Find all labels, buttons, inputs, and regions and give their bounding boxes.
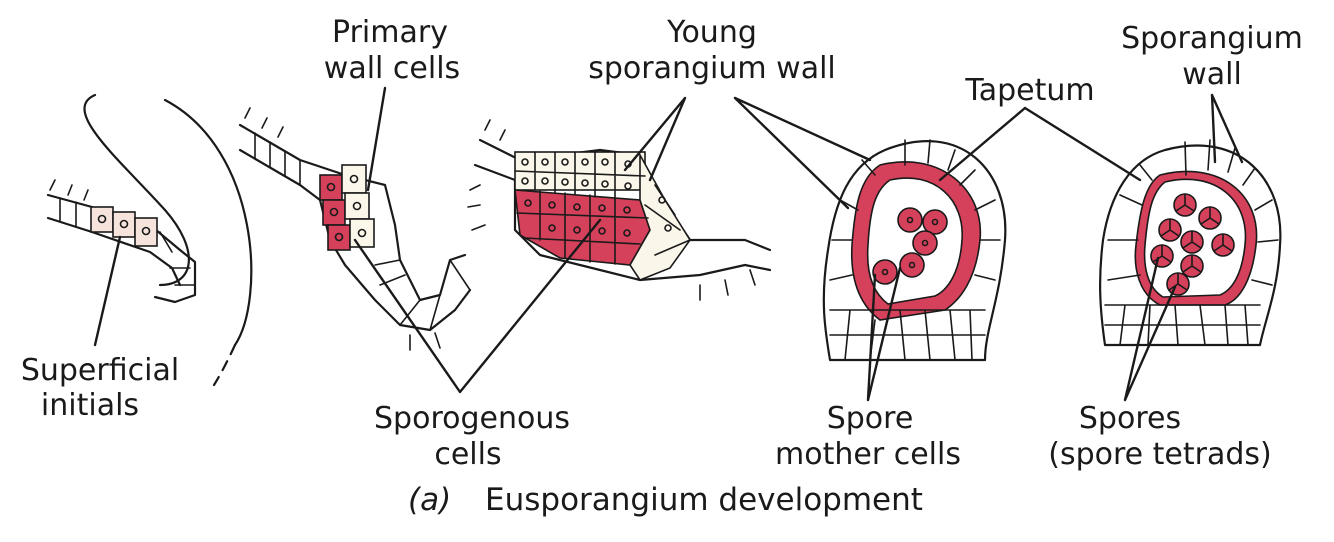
spore-mother-cell [872, 259, 898, 285]
leader-sporangium-wall [1210, 93, 1244, 164]
spore-mother-cell [922, 209, 948, 235]
label-primary-wall-cells-line1: Primary [332, 15, 448, 50]
spore-tetrad [1173, 193, 1197, 217]
leader-superficial-initials [93, 235, 122, 347]
label-spores-line1: Spores [1079, 401, 1181, 436]
stage-3-nuclei [521, 158, 672, 237]
label-sporangium-wall-line2: wall [1182, 57, 1242, 92]
stage-1-outer-curve [83, 93, 190, 287]
stage-1-superficial-initials [46, 93, 253, 387]
stage-1-dashed-arc [163, 98, 253, 347]
spore-mother-cell [897, 207, 923, 233]
label-primary-wall-cells-line2: wall cells [324, 51, 460, 86]
spore-tetrad [1180, 230, 1204, 254]
leader-primary-wall-cells [366, 86, 387, 192]
superficial-initial-cell [112, 211, 136, 238]
stage-1-lower-edge [46, 216, 182, 287]
spore-mother-cell [899, 252, 925, 278]
spore-tetrad [1198, 206, 1222, 230]
sporogenous-cell-mass [514, 189, 651, 266]
spore-tetrad [1158, 218, 1182, 242]
sporogenous-cell [327, 224, 351, 251]
stage-2-lower-edge [238, 148, 472, 332]
superficial-initial-cell [134, 217, 158, 247]
stage-2-upper-edge [238, 123, 467, 302]
leader-sporogenous-cells [353, 218, 602, 394]
stage-1-upper-edge [46, 193, 197, 304]
caption-text: Eusporangium development [485, 482, 923, 518]
primary-wall-cell [344, 192, 370, 220]
sporogenous-cell [322, 199, 346, 226]
leader-lines [93, 86, 1244, 402]
label-sporogenous-cells-line1: Sporogenous [374, 401, 570, 436]
stage-5-spores [1099, 139, 1282, 347]
leader-young-wall-stage3 [623, 96, 687, 182]
label-spores-line2: (spore tetrads) [1048, 437, 1271, 472]
label-superficial-initials-line2: initials [41, 388, 139, 423]
superficial-initial-cell [90, 206, 114, 233]
stage-4-spore-mother-cells [822, 139, 1007, 362]
label-young-sporangium-wall-line1: Young [666, 15, 757, 50]
stage-5-outer-wall [1099, 144, 1282, 347]
label-superficial-initials-line1: Superficial [21, 353, 179, 388]
label-young-sporangium-wall-line2: sporangium wall [588, 51, 836, 86]
sporogenous-cell [319, 174, 343, 201]
leader-spores [1123, 256, 1177, 402]
label-spore-mother-cells-line1: Spore [827, 401, 914, 436]
stage-3-young-sporangium-wall [467, 119, 772, 301]
label-sporogenous-cells-line2: cells [434, 437, 501, 472]
primary-wall-cell [349, 218, 375, 248]
spore-tetrad [1211, 233, 1235, 257]
label-tapetum: Tapetum [964, 73, 1094, 108]
label-sporangium-wall-line1: Sporangium [1121, 21, 1303, 56]
spore-tetrad [1180, 254, 1204, 278]
stage-4-outer-wall [822, 140, 1007, 362]
primary-wall-cell [341, 164, 367, 194]
labels: Superficial initials Primary wall cells … [21, 15, 1303, 518]
spore-tetrad [1150, 244, 1174, 268]
caption-marker: (a) [408, 482, 451, 518]
leader-tapetum [938, 106, 1142, 182]
spore-tetrad [1166, 272, 1190, 296]
spore-mother-cell [912, 230, 938, 256]
stage-2-primary-wall-cells [238, 107, 472, 351]
leader-young-wall-stage4 [733, 96, 872, 210]
leader-spore-mother-cells [866, 266, 902, 402]
label-spore-mother-cells-line2: mother cells [775, 437, 961, 472]
